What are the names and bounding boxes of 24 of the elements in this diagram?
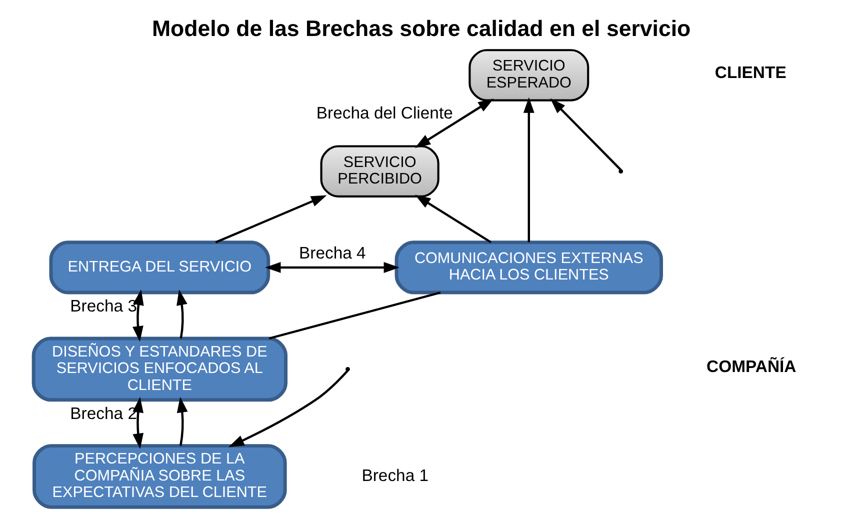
edge-label: Brecha 4 (298, 244, 366, 263)
arrow (214, 195, 326, 244)
node-box: PERCEPCIONES DE LA COMPAÑIA SOBRE LAS EXPECTATIVAS DEL CLIENTE (32, 444, 286, 509)
node-box: SERVICIO PERCIBIDO (320, 145, 439, 198)
diagram-title: Modelo de las Brechas sobre calidad en el servicio (152, 16, 690, 41)
edge-label: Brecha del Cliente (316, 104, 452, 123)
arrow (176, 396, 188, 446)
arrow (132, 396, 144, 450)
arrow (414, 98, 494, 148)
arrow (264, 262, 399, 273)
node-box: COMUNICACIONES EXTERNAS HACIA LOS CLIENTES (394, 240, 662, 294)
arrow (550, 98, 622, 171)
arrow (132, 290, 144, 342)
arrow (414, 194, 492, 244)
label: CLIENTE (714, 63, 786, 82)
label: COMPAÑÍA (706, 357, 796, 376)
label: Brecha 1 (361, 466, 428, 485)
connector (268, 291, 440, 340)
node-box: ENTREGA DEL SERVICIO (48, 240, 270, 294)
node-box: DISEÑOS Y ESTANDARES DE SERVICIOS ENFOCADOS AL CLIENTE (31, 336, 287, 402)
arrow (522, 97, 534, 242)
arrow (228, 370, 348, 448)
node-box: SERVICIO ESPERADO (468, 49, 589, 102)
arrow (176, 290, 187, 339)
